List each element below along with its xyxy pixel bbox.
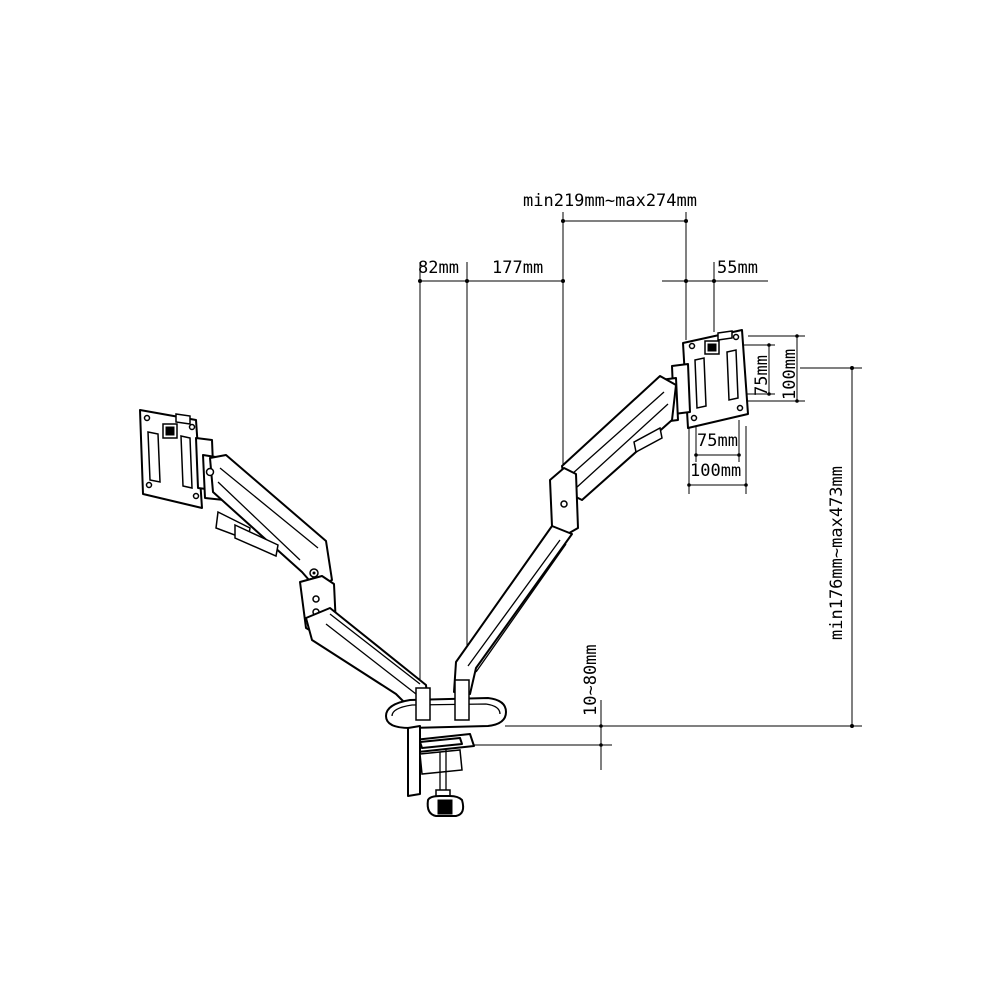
height-range-label: min176mm~max473mm — [827, 466, 847, 640]
vesa-plate-icon — [682, 329, 749, 429]
dimension-labels: min219mm~max274mm 82mm 177mm 55mm 75mm 1… — [418, 191, 847, 716]
vesa-plate-icon — [139, 409, 203, 509]
pole-spacing-label: 177mm — [492, 258, 543, 278]
plate-offset-label: 55mm — [717, 258, 758, 278]
vesa-horizontal-small-label: 75mm — [697, 431, 738, 451]
vesa-vertical-small-label: 75mm — [752, 355, 772, 396]
vesa-horizontal-large-label: 100mm — [690, 461, 741, 481]
right-elbow-joint — [549, 467, 579, 537]
arm-reach-label: min219mm~max274mm — [523, 191, 697, 211]
right-upper-arm — [561, 375, 677, 501]
vesa-vertical-large-label: 100mm — [780, 349, 800, 400]
right-lower-arm — [453, 525, 573, 695]
dimension-lines — [418, 212, 862, 770]
pole-offset-label: 82mm — [418, 258, 459, 278]
base-plate — [385, 679, 507, 729]
desk-thickness-label: 10~80mm — [581, 644, 601, 716]
clamp-icon — [407, 725, 475, 817]
left-lower-arm — [305, 607, 429, 709]
left-upper-arm — [205, 454, 333, 589]
